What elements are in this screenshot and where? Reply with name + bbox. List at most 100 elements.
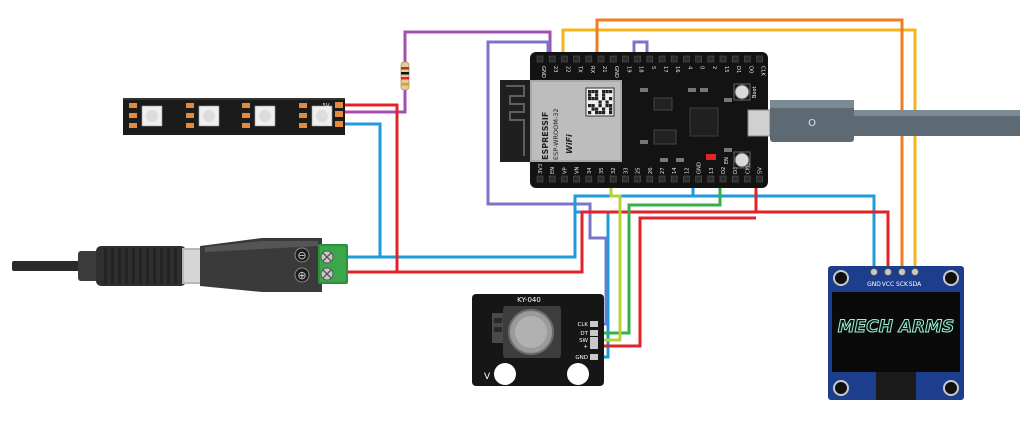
boot-button	[734, 84, 750, 100]
oled-screen	[832, 292, 960, 372]
oled-pin-label: SDA	[909, 281, 922, 288]
esp32-pin-label: 19	[625, 66, 631, 73]
esp32-pin-label: 5V	[758, 167, 764, 174]
esp32-pin-label: 32	[611, 167, 617, 174]
encoder-corner-mark: V	[484, 372, 491, 382]
wire-5v-enc	[594, 216, 756, 348]
resistor	[400, 61, 410, 91]
esp32-pin-label: TX	[577, 65, 583, 73]
esp32-pin-label: 16	[674, 66, 680, 73]
led-cells	[129, 103, 333, 128]
oled-logo: MECH ARMS	[838, 317, 955, 337]
wire-5v-esp	[754, 182, 890, 278]
esp32-pin-label: 26	[648, 167, 654, 174]
red-led	[706, 154, 716, 160]
encoder-pin	[590, 354, 598, 360]
esp32-pin-label: VN	[575, 166, 581, 174]
esp32-pin-label: CLK	[760, 66, 766, 77]
esp32-pin-label: GND	[697, 162, 703, 174]
jack-plus-icon	[294, 267, 310, 283]
esp32-pin-label: GND	[613, 66, 619, 78]
esp32-pin-label: 34	[587, 167, 593, 174]
oled-pin	[884, 268, 892, 276]
esp32-pin-label: 15	[723, 66, 729, 73]
jack-plus-label: ⊕	[297, 269, 306, 282]
esp32-pin-label: 0	[699, 66, 705, 69]
mount-hole-left	[494, 363, 516, 385]
oled-pin	[898, 268, 906, 276]
oled-hole-tl	[833, 270, 849, 286]
wire-oled-sck	[595, 18, 904, 278]
esp32-pin-label: 35	[599, 167, 605, 174]
oled-pin-label: SCK	[896, 281, 909, 288]
esp32-pin-label: 4	[686, 66, 692, 70]
esp32-pin-label: 25	[636, 167, 642, 174]
dc-cable	[12, 261, 84, 271]
wire-5v-jack	[348, 210, 756, 274]
wire-gnd-strip	[343, 122, 382, 257]
encoder-pin	[590, 337, 598, 343]
oled-hole-br	[943, 380, 959, 396]
usb-symbol: O	[808, 118, 816, 129]
jack-minus-label: ⊖	[297, 249, 306, 262]
esp32-pin-label: D0	[747, 66, 753, 73]
en-button	[734, 152, 750, 168]
oled-pin-label: VCC	[882, 281, 894, 288]
en-label: EN	[724, 157, 730, 164]
wire-enc-dt	[594, 182, 722, 335]
esp32-wifi-logo: WiFi	[565, 134, 574, 154]
esp32-pin-label: 5	[650, 66, 656, 69]
esp32-pin-label: 33	[623, 167, 629, 174]
wire-data-strip	[343, 30, 552, 114]
wire-gnd-jack	[348, 194, 693, 259]
esp32-pin-label: 23	[552, 66, 558, 73]
esp32-pin-label: RX	[589, 66, 595, 74]
encoder-pin	[590, 321, 598, 327]
strip-pad-label: GND	[320, 122, 332, 128]
strip-pad	[335, 111, 343, 117]
encoder-title: KY-040	[517, 296, 541, 304]
oled-hole-tr	[943, 270, 959, 286]
esp32-pin-label: 3V3	[538, 164, 544, 174]
encoder-pin-label: DT	[580, 331, 588, 337]
oled-hole-bl	[833, 380, 849, 396]
jack-minus-icon	[294, 247, 310, 263]
wire-enc-clk-2	[486, 40, 608, 326]
esp32-pin-label: D1	[735, 66, 741, 73]
boot-label: Boot	[752, 86, 758, 98]
oled-pin	[870, 268, 878, 276]
encoder-pin	[590, 343, 598, 349]
wire-oled-sda	[561, 28, 917, 278]
strip-pad	[335, 102, 343, 108]
esp32-pin-label: 17	[662, 66, 668, 73]
esp32-pin-label: 12	[684, 167, 690, 174]
oled-pin	[911, 268, 919, 276]
esp32-brand: ESPRESSIF	[541, 112, 550, 160]
usb-uart-chip	[689, 107, 719, 137]
wire-gnd-esp	[691, 182, 876, 278]
mount-hole-right	[567, 363, 589, 385]
esp32-pin-label: 18	[638, 66, 644, 73]
esp32-pin-label: 13	[709, 167, 715, 174]
esp32-pin-label: 21	[601, 66, 607, 73]
esp32-pin-label: 14	[672, 167, 678, 174]
esp32-pin-label: D2	[721, 167, 727, 174]
encoder-pin-label: GND	[575, 355, 588, 361]
strip-pad-label: Din	[322, 112, 331, 118]
esp32-pin-label: D3	[733, 167, 739, 174]
power-jack: ⊖ ⊕	[12, 238, 348, 292]
esp32-pin-label: 22	[564, 66, 570, 73]
encoder-pin-label: +	[583, 344, 588, 350]
usb-cable: O	[770, 100, 1020, 142]
wires	[343, 18, 917, 359]
